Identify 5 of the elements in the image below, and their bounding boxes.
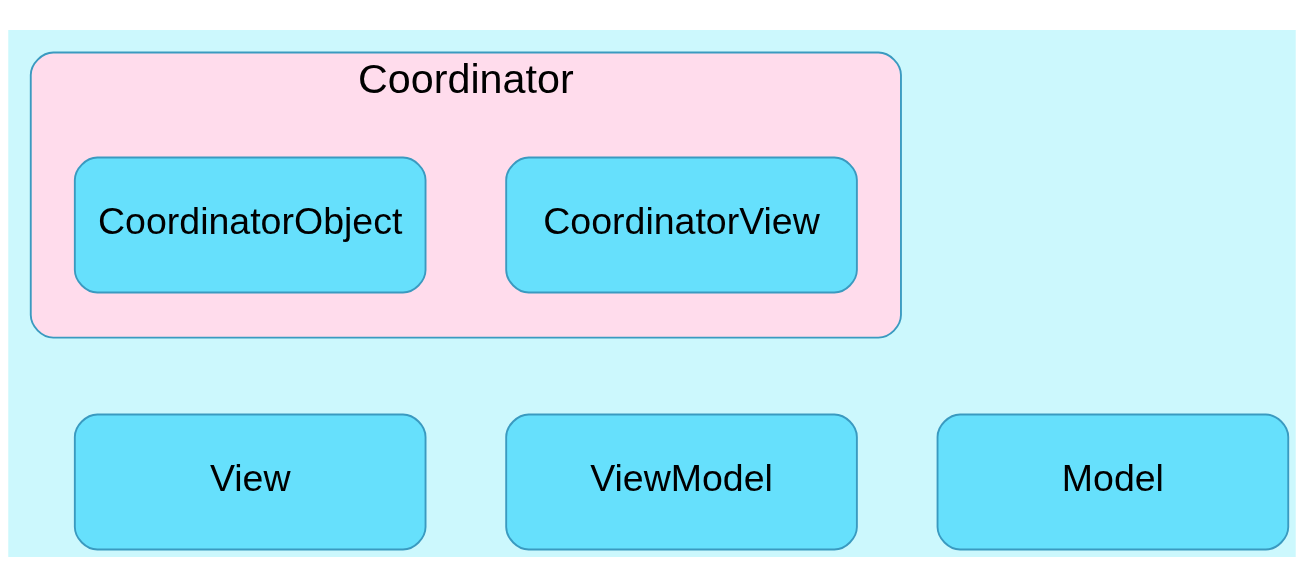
node-box: CoordinatorView [505,156,858,294]
node-box: CoordinatorObject [73,156,427,294]
node-box: ViewModel [505,413,858,551]
node-box: View [73,413,427,551]
node-box: Model [936,413,1290,551]
